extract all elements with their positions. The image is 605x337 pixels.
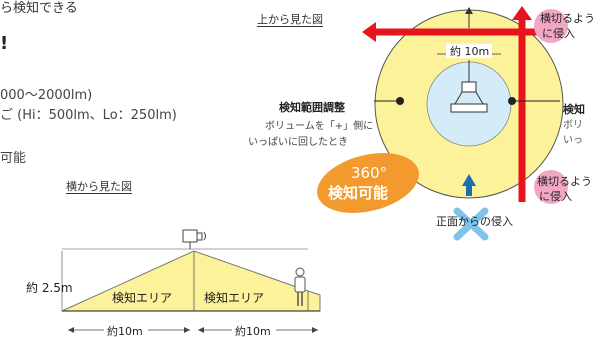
right-marker-dot <box>508 97 516 105</box>
person-icon <box>294 267 306 306</box>
distance-label-right: 約10m <box>235 324 271 337</box>
height-label: 約 2.5m <box>26 280 73 295</box>
inner-distance-label: 約 10m <box>450 44 489 58</box>
badge-360-line2: 検知可能 <box>328 184 388 202</box>
zone-label-left: 検知エリア <box>112 291 172 305</box>
red-arrow-horizontal <box>362 22 560 42</box>
cross-top-line2: に侵入 <box>542 27 575 40</box>
spec-possible: 可能 <box>0 151 27 166</box>
top-view-title: 上から見た図 <box>257 13 323 26</box>
cross-badge-top <box>534 9 568 43</box>
right-cut-label2: ボリ <box>563 120 583 131</box>
badge-360: 360° 検知可能 <box>317 153 419 213</box>
sensor-light-icon <box>182 229 206 249</box>
front-entry-arrow <box>462 174 476 196</box>
red-arrow-vertical <box>512 6 532 202</box>
cross-bottom-line2: に侵入 <box>539 190 572 203</box>
sensor-light-icon-top <box>450 60 488 113</box>
spec-lumen-range: 000〜2000lm) <box>0 88 93 103</box>
adjust-line1: ボリュームを「+」側に <box>265 121 374 132</box>
front-entry-label: 正面からの侵入 <box>436 215 513 228</box>
right-cut-label3: いっ <box>563 135 583 146</box>
heading-fragment: ! <box>0 33 9 54</box>
cross-badge-bottom <box>534 170 568 204</box>
distance-label-left: 約10m <box>107 324 143 337</box>
cross-bottom-line1: 横切るよう <box>537 174 592 188</box>
top-view-diagram: 約 10m 横切るよう に侵入 横切るよう に侵入 <box>317 6 595 241</box>
right-cut-label1: 検知 <box>563 103 585 116</box>
left-marker-dot <box>396 97 404 105</box>
intro-text-fragment: ら検知できる <box>0 1 78 16</box>
badge-360-line1: 360° <box>351 164 387 182</box>
top-arrow-up <box>465 7 473 28</box>
adjust-title: 検知範囲調整 <box>279 101 345 114</box>
detection-area-shape <box>61 250 309 312</box>
cross-top-line1: 横切るよう <box>540 11 595 25</box>
front-blocked-x-icon <box>453 207 489 241</box>
side-view-title: 横から見た図 <box>66 180 132 193</box>
spec-hi-lo: ご (Hi：500lm、Lo：250lm) <box>0 108 177 123</box>
zone-label-right: 検知エリア <box>204 291 264 305</box>
adjust-line2: いっぱいに回したとき <box>248 137 348 148</box>
side-view-diagram: 約 2.5m 検知エリア 検知エリア 約10m 約10m <box>26 229 321 337</box>
